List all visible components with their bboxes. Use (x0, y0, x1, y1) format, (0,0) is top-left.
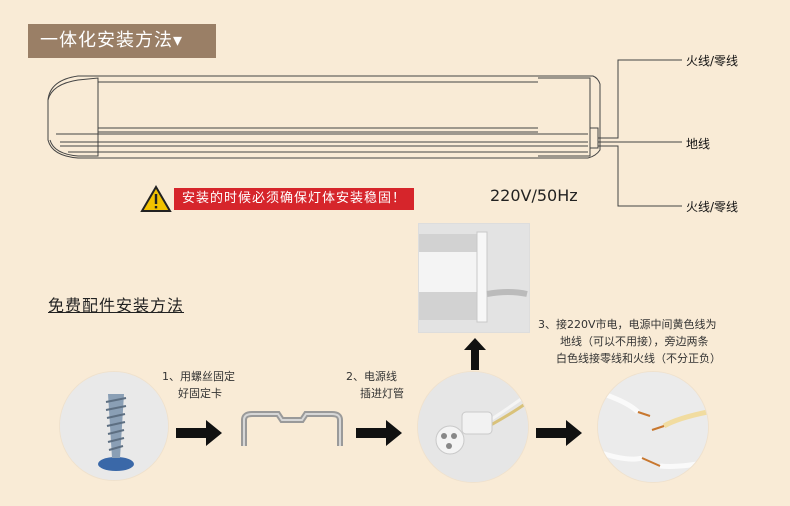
arrow-right-icon (356, 420, 402, 446)
screw-photo (60, 372, 168, 480)
wire-label-live-neutral-bottom: 火线/零线 (686, 200, 739, 214)
mounting-clip-photo (238, 406, 346, 456)
step1-line1: 1、用螺丝固定 (162, 370, 235, 383)
step2-line2: 插进灯管 (360, 387, 404, 400)
step3-line3: 白色线接零线和火线（不分正负） (556, 352, 721, 365)
step3-line1: 3、接220V市电，电源中间黄色线为 (538, 318, 717, 331)
warning-triangle-icon (140, 185, 172, 213)
accessories-title: 免费配件安装方法 (48, 296, 185, 315)
warning-text: 安装的时候必须确保灯体安装稳固！ (174, 188, 415, 210)
step1-line2: 好固定卡 (178, 387, 222, 400)
fixture-diagram (38, 70, 628, 170)
wiring-lines (596, 54, 686, 218)
wire-label-live-neutral-top: 火线/零线 (686, 54, 739, 68)
arrow-up-icon (464, 338, 486, 370)
step2-line1: 2、电源线 (346, 370, 397, 383)
tube-end-photo (418, 223, 530, 333)
step3-line2: 地线（可以不用接），旁边两条 (560, 335, 709, 348)
arrow-right-icon (176, 420, 222, 446)
voltage-label: 220V/50Hz (490, 186, 578, 205)
arrow-right-icon (536, 420, 582, 446)
power-connector-photo (418, 372, 528, 482)
warning-banner: 安装的时候必须确保灯体安装稳固！ (140, 185, 415, 213)
wires-photo (598, 372, 708, 482)
wire-label-ground: 地线 (686, 137, 711, 151)
page-title: 一体化安装方法▾ (28, 24, 216, 58)
